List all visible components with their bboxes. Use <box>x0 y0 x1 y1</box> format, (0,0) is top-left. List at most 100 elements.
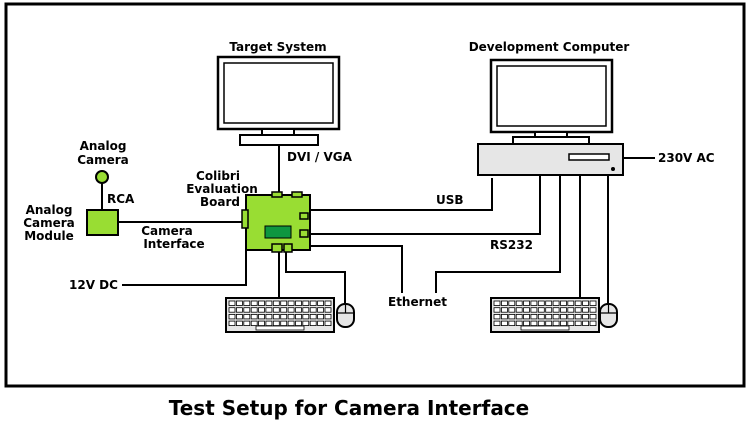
keyboard-key <box>280 320 288 327</box>
keyboard-key <box>317 320 325 327</box>
label-target-system: Target System <box>229 40 326 54</box>
keyboard-key <box>287 307 295 313</box>
keyboard-key <box>508 307 516 313</box>
label-analog-camera-line2: Camera <box>77 153 129 167</box>
keyboard-key <box>582 300 589 306</box>
keyboard-key <box>537 313 545 320</box>
keyboard-key <box>228 320 236 327</box>
keyboard-key <box>500 320 508 327</box>
colibri-module-chip <box>264 225 292 239</box>
label-camera-interface-line1: Camera <box>141 224 193 238</box>
keyboard-key <box>250 313 258 320</box>
keyboard-key <box>493 320 501 327</box>
ethernet-cable-pc <box>435 174 561 293</box>
keyboard-key <box>309 320 317 327</box>
rs232-cable <box>310 174 541 235</box>
keyboard-key <box>324 307 332 313</box>
keyboard-key <box>500 307 508 313</box>
keyboard-key <box>545 313 553 320</box>
keyboard-key <box>250 307 258 313</box>
keyboard-key <box>280 307 288 313</box>
keyboard-key <box>243 320 251 327</box>
keyboard-key <box>250 300 258 306</box>
keyboard-key <box>515 320 523 327</box>
keyboard-key <box>265 307 273 313</box>
keyboard-key <box>250 320 258 327</box>
target-keyboard <box>225 297 335 333</box>
keyboard-key <box>545 307 553 313</box>
label-rca: RCA <box>107 192 135 206</box>
keyboard-key <box>567 313 575 320</box>
keyboard-key <box>567 320 575 327</box>
keyboard-key <box>574 313 582 320</box>
keyboard-key <box>243 313 251 320</box>
ethernet-cable-board <box>305 245 403 293</box>
label-ethernet: Ethernet <box>388 295 447 309</box>
keyboard-key <box>258 320 265 327</box>
keyboard-key <box>287 320 295 327</box>
development-pc-case <box>477 143 624 176</box>
keyboard-key <box>574 307 582 313</box>
keyboard-key <box>560 320 567 327</box>
keyboard-key <box>552 313 560 320</box>
keyboard-key <box>258 313 265 320</box>
keyboard-key <box>317 300 325 306</box>
keyboard-key <box>295 300 302 306</box>
keyboard-key <box>589 307 597 313</box>
keyboard-key <box>317 313 325 320</box>
label-12v-dc: 12V DC <box>69 278 118 292</box>
usb-cable <box>310 178 493 211</box>
keyboard-key <box>574 300 582 306</box>
keyboard-key <box>537 300 545 306</box>
board-mouse-cable <box>285 250 346 304</box>
keyboard-key <box>324 320 332 327</box>
keyboard-key <box>280 300 288 306</box>
label-camera-interface-line2: Interface <box>143 237 204 251</box>
keyboard-key <box>537 307 545 313</box>
keyboard-key <box>523 307 530 313</box>
keyboard-key <box>302 307 310 313</box>
keyboard-key <box>235 307 243 313</box>
keyboard-key <box>574 320 582 327</box>
keyboard-key <box>560 313 567 320</box>
keyboard-key <box>265 320 273 327</box>
label-colibri-line2: Evaluation <box>186 182 258 196</box>
keyboard-key <box>537 320 545 327</box>
development-monitor <box>489 58 614 145</box>
keyboard-key <box>508 320 516 327</box>
keyboard-key <box>265 300 273 306</box>
development-mouse <box>599 303 618 328</box>
keyboard-key <box>258 300 265 306</box>
keyboard-key <box>567 300 575 306</box>
label-dvi-vga: DVI / VGA <box>287 150 353 164</box>
keyboard-key <box>523 320 530 327</box>
connection-wires <box>101 145 655 304</box>
keyboard-key <box>265 313 273 320</box>
label-analog-module-line3: Module <box>24 229 74 243</box>
colibri-evaluation-board <box>241 191 311 253</box>
keyboard-key <box>258 307 265 313</box>
keyboard-key <box>493 313 501 320</box>
keyboard-key <box>228 313 236 320</box>
keyboard-key <box>552 307 560 313</box>
analog-camera <box>95 170 109 184</box>
keyboard-key <box>515 300 523 306</box>
keyboard-key <box>508 313 516 320</box>
label-230v-ac: 230V AC <box>658 151 715 165</box>
target-mouse <box>336 303 355 328</box>
keyboard-key <box>493 307 501 313</box>
label-usb: USB <box>436 193 464 207</box>
keyboard-key <box>582 313 589 320</box>
keyboard-key <box>324 313 332 320</box>
keyboard-key <box>552 320 560 327</box>
power-12v-cable <box>122 240 247 286</box>
keyboard-spacebar <box>520 325 570 331</box>
keyboard-key <box>545 300 553 306</box>
analog-camera-module <box>86 209 119 236</box>
keyboard-key <box>235 300 243 306</box>
keyboard-key <box>287 300 295 306</box>
keyboard-key <box>582 307 589 313</box>
keyboard-key <box>530 307 538 313</box>
keyboard-key <box>295 307 302 313</box>
